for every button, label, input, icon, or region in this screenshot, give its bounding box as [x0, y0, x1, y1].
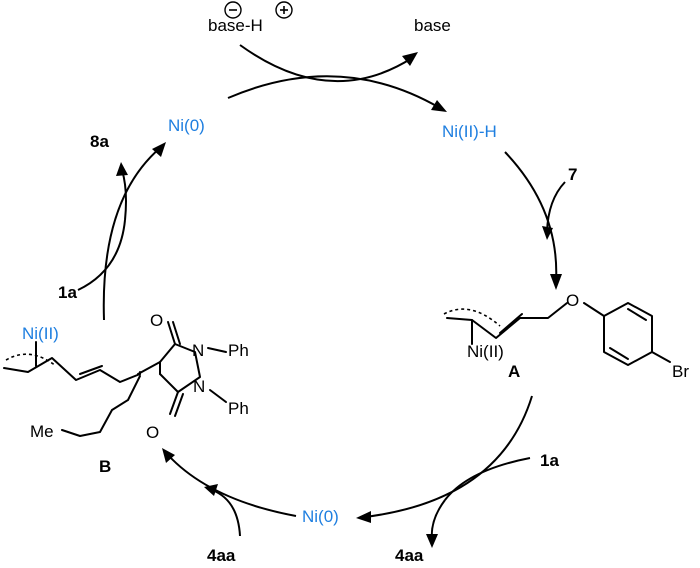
cycle-arc-nih-to-A — [504, 151, 558, 283]
reagent-7-label: 7 — [568, 165, 577, 184]
intermediate-B-label: B — [99, 457, 111, 476]
nitrogen-bottom: N — [193, 377, 205, 396]
intermediate-B-structure: Ni(II) O O N N Ph Ph Me B — [3, 311, 249, 476]
base-h-label: base-H — [208, 16, 263, 35]
carbonyl-oxygen-bottom: O — [146, 423, 159, 442]
reagent-1a-left-label: 1a — [58, 283, 77, 302]
cycle-arc-ni0-to-nih — [227, 75, 441, 109]
base-label: base — [414, 16, 451, 35]
intermediate-A-label: A — [508, 362, 520, 381]
product-8a-label: 8a — [90, 132, 109, 151]
ni-ii-A-label: Ni(II) — [467, 342, 504, 361]
reagent-1a-left-arrow — [77, 219, 126, 291]
minus-charge-icon — [224, 1, 242, 19]
product-4aa-left-label: 4aa — [207, 546, 236, 565]
product-4aa-left-arrow — [211, 489, 241, 537]
cycle-arc-A-to-ni0 — [364, 395, 533, 518]
cycle-arc-ni0-to-B — [167, 454, 297, 517]
ni-ii-B-label: Ni(II) — [22, 324, 59, 343]
bromine-label: Br — [672, 362, 689, 381]
product-4aa-right-label: 4aa — [395, 546, 424, 565]
reagent-1a-right-label: 1a — [540, 451, 559, 470]
phenyl-top: Ph — [228, 341, 249, 360]
plus-charge-icon — [275, 1, 293, 19]
nitrogen-top: N — [192, 341, 204, 360]
methyl-label: Me — [30, 422, 54, 441]
reagent-1a-right-arrow — [444, 457, 531, 501]
carbonyl-oxygen-top: O — [150, 311, 163, 330]
base-arrow — [239, 44, 413, 83]
base-arrowhead — [402, 52, 418, 66]
phenyl-bottom: Ph — [228, 399, 249, 418]
ether-oxygen: O — [566, 291, 579, 310]
ni0-bottom-label: Ni(0) — [302, 507, 339, 526]
intermediate-A-structure: O Br Ni(II) A — [443, 291, 689, 381]
cycle-arc-B-to-ni0 — [102, 147, 161, 321]
ni0-top-label: Ni(0) — [168, 116, 205, 135]
ni-h-label: Ni(II)-H — [442, 122, 497, 141]
reagent-7-arrow — [546, 181, 566, 233]
